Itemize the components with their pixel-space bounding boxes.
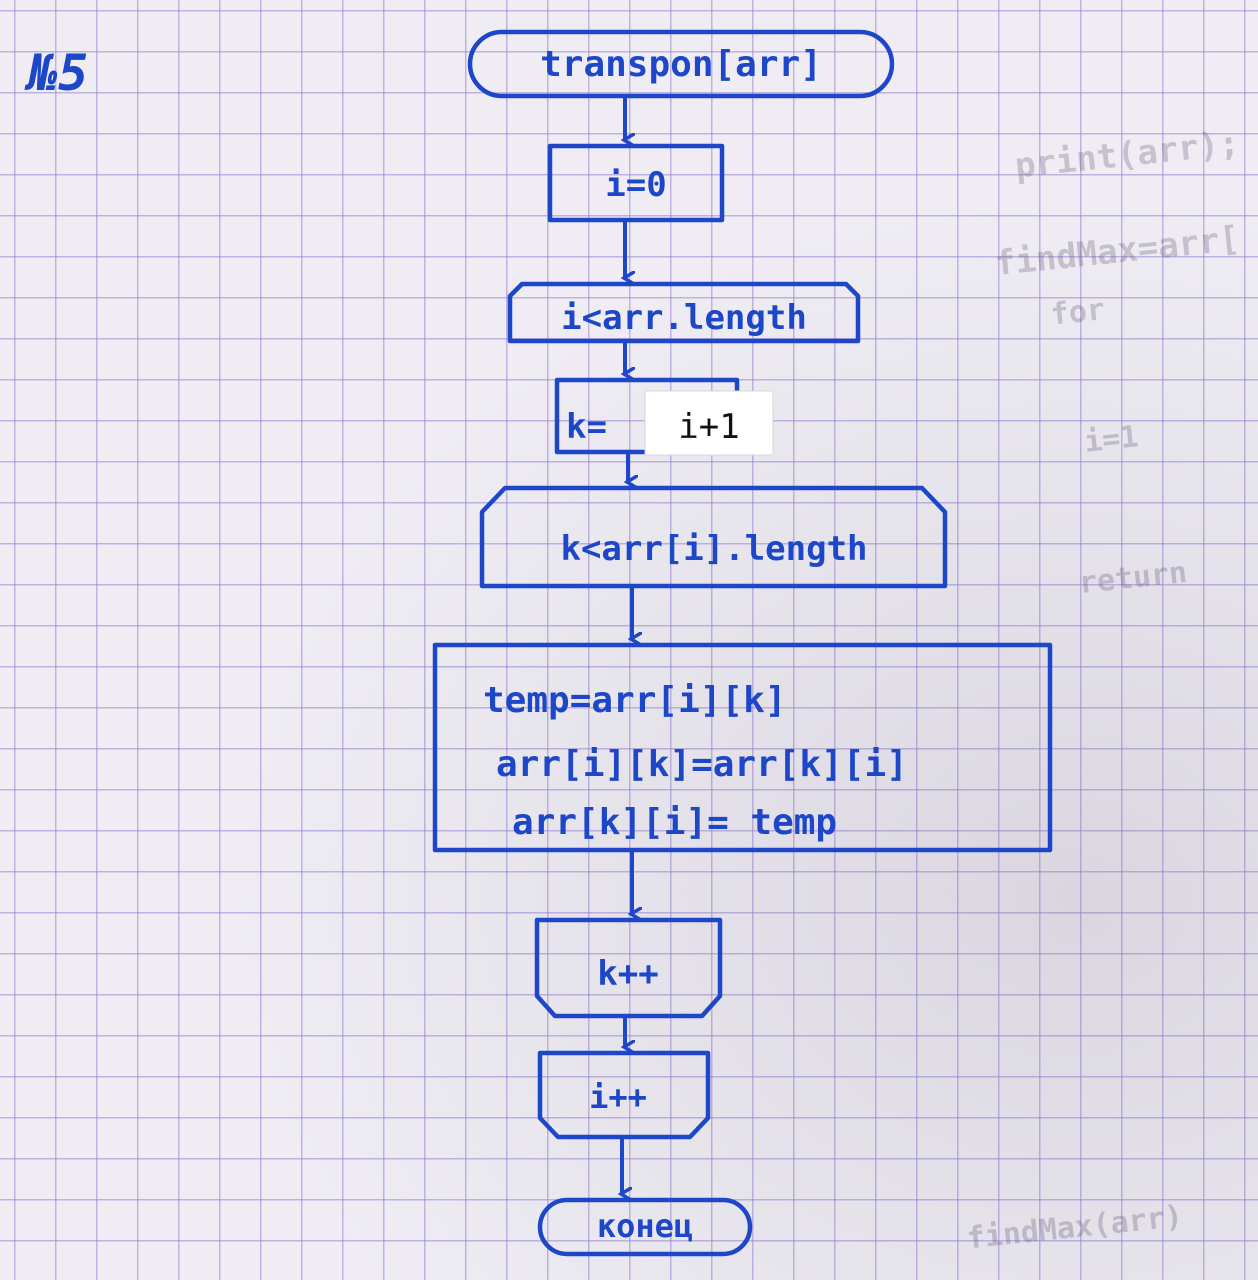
init-i-label: i=0 xyxy=(605,165,666,205)
init-k-patch-label: i+1 xyxy=(678,407,739,447)
bleed-through-text: print(arr); findMax=arr[ for i=1 return … xyxy=(965,123,1241,1256)
bleed-line: findMax=arr[ xyxy=(993,219,1241,284)
body-box xyxy=(432,642,1053,853)
end-terminator xyxy=(537,1197,753,1257)
body-line: arr[k][i]= temp xyxy=(512,802,837,843)
loop-k-box xyxy=(479,485,948,589)
init-i-box xyxy=(547,143,725,223)
body-line: arr[i][k]=arr[k][i] xyxy=(496,744,908,785)
loop-i-label: i<arr.length xyxy=(561,298,807,338)
loop-i-box xyxy=(507,281,861,344)
i-inc-label: i++ xyxy=(589,1078,647,1116)
bleed-line: i=1 xyxy=(1083,419,1141,459)
i-inc-box xyxy=(537,1050,711,1140)
bleed-line: for xyxy=(1049,292,1107,332)
start-terminator xyxy=(467,29,895,99)
init-k-prefix-label: k= xyxy=(566,407,607,447)
start-label: transpon[arr] xyxy=(540,44,822,85)
bleed-line: findMax(arr) xyxy=(965,1199,1184,1256)
k-inc-label: k++ xyxy=(597,954,658,994)
body-line: temp=arr[i][k] xyxy=(483,680,786,721)
loop-k-label: k<arr[i].length xyxy=(560,529,867,569)
end-label: конец xyxy=(597,1207,693,1245)
page-label: №5 xyxy=(24,44,88,102)
bleed-line: print(arr); xyxy=(1013,123,1241,186)
correction-patch xyxy=(644,390,774,456)
bleed-line: return xyxy=(1077,555,1188,601)
k-inc-box xyxy=(534,917,723,1019)
